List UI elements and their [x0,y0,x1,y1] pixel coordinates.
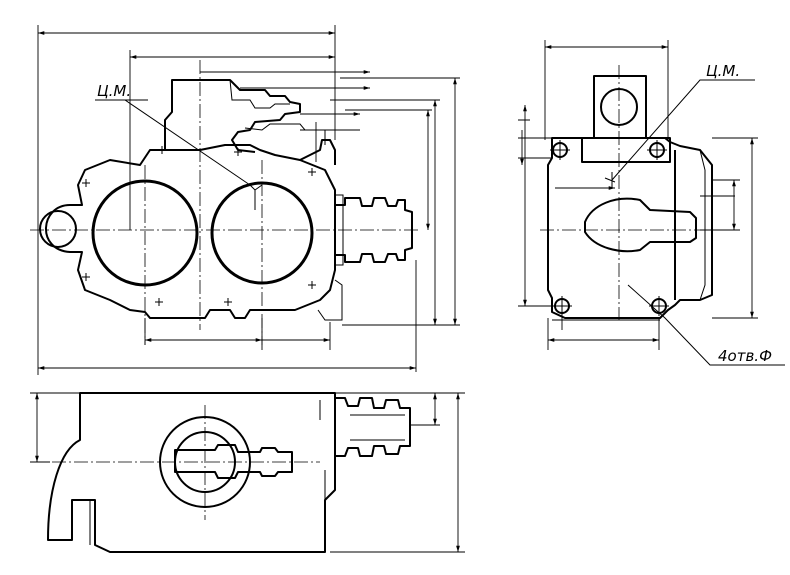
front-cm-mark [249,184,263,210]
bottom-view [30,392,465,553]
side-corner-holes [550,140,669,316]
front-upper-right-boss [299,139,336,165]
front-upper-step-2 [244,123,326,145]
bottom-splined-shaft [335,397,411,457]
front-upper-step [229,79,290,109]
side-cm-leader [611,79,755,181]
side-flange-inner [699,149,706,301]
bottom-inner-shaft [174,444,293,479]
front-upper-structure [164,79,301,153]
bottom-housing-outline [47,392,336,553]
front-cm-label: Ц.М. [97,82,131,100]
front-bolt-marks [82,146,316,306]
side-key-shape [584,197,697,253]
front-lower-right-boss [317,279,343,321]
front-view: Ц.М. [30,25,460,375]
side-top-block [593,75,647,139]
holes-label: 4отв.Ф [718,347,772,365]
side-cm-mark [604,172,616,188]
bottom-right-inner [319,400,326,505]
bottom-slot [71,500,91,545]
side-dimensions [518,40,758,350]
holes-leader [627,284,785,366]
front-cm-leader [124,99,251,186]
side-view: Ц.М. 4отв.Ф [518,40,785,366]
side-cm-label: Ц.М. [706,62,740,80]
bottom-shaft-lines [350,414,405,441]
bottom-dimensions [30,392,465,553]
front-lug-hole [39,210,77,248]
front-housing-outline [45,144,336,319]
front-dimensions [37,25,460,375]
side-housing-outline [547,137,713,319]
